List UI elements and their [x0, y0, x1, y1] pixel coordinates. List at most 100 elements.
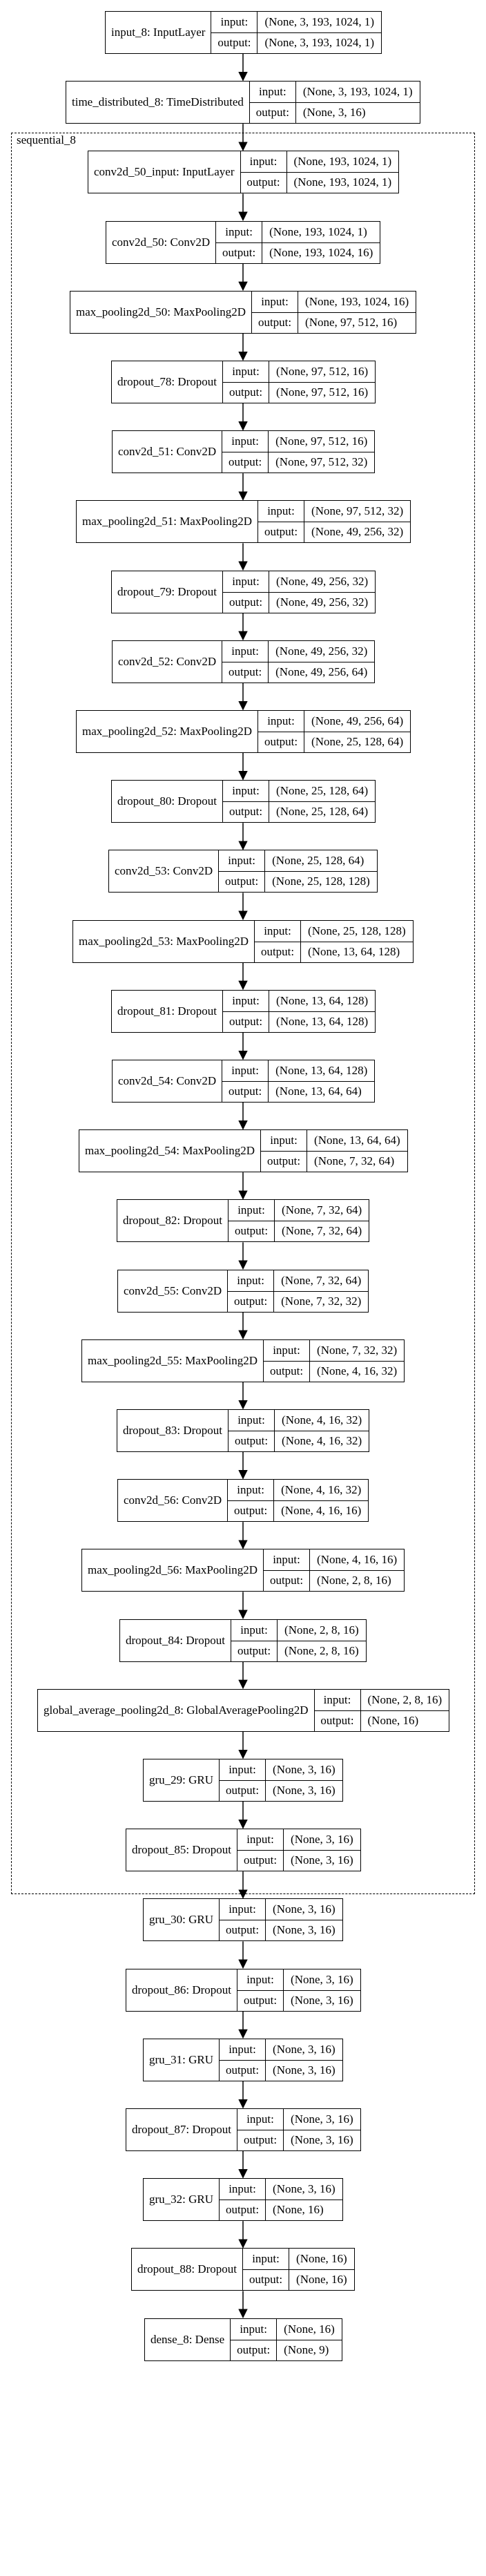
layer-output-row: output:(None, 7, 32, 32) — [228, 1290, 369, 1312]
layer-name: max_pooling2d_53: MaxPooling2D — [73, 921, 255, 962]
layer-input-shape: (None, 2, 8, 16) — [367, 1692, 443, 1706]
layer-input-row: input: (None, 7, 32, 64) — [228, 1270, 368, 1291]
layer-io-table: input:(None, 16)output:(None, 16) — [243, 2249, 354, 2290]
layer-io-table: input: (None, 7, 32, 64) output:(None, 7, … — [228, 1270, 369, 1312]
layer-output-row: output:(None, 3, 16) — [220, 1780, 342, 1801]
layer-io-table: input: (None, 2, 8, 16) output:(None, 16) — [314, 1690, 449, 1731]
layer-input-row: input:(None, 49, 256, 32) — [222, 641, 374, 662]
layer-output-label: output: — [264, 1570, 311, 1591]
layer-output-row: output:(None, 49, 256, 64) — [222, 661, 375, 683]
layer-input-label: input: — [237, 1829, 284, 1850]
layer-input-shape: (None, 193, 1024, 16) — [305, 294, 409, 308]
layer-name: max_pooling2d_54: MaxPooling2D — [79, 1130, 262, 1172]
layer-input-shape: (None, 25, 128, 64) — [276, 783, 369, 797]
layer-output-shape: (None, 25, 128, 64) — [311, 735, 404, 749]
layer-name: max_pooling2d_52: MaxPooling2D — [77, 711, 259, 752]
layer-output-label: output: — [255, 942, 302, 962]
layer-name: gru_31: GRU — [144, 2039, 220, 2081]
layer-input-row: input:(None, 13, 64, 64) — [261, 1130, 407, 1151]
layer-input-label: input: — [219, 850, 266, 871]
layer-io-table: input:(None, 7, 32, 64)output:(None, 7, … — [229, 1200, 369, 1241]
layer-input-row: input:(None, 25, 128, 64) — [223, 781, 375, 801]
layer-input-shape: (None, 3, 16) — [273, 1762, 336, 1776]
layer-io-table: input:(None, 7, 32, 32)output:(None, 4, … — [264, 1340, 405, 1382]
layer-io-table: input:(None, 97, 512, 32)output:(None, 4… — [258, 501, 411, 542]
layer-input-label: input: — [252, 292, 299, 312]
layer-io-table: input:(None, 3, 193, 1024, 1)output:(Non… — [211, 12, 382, 53]
layer-output-row: output:(None, 2, 8, 16) — [231, 1640, 366, 1661]
layer-input-row: input:(None, 3, 16) — [237, 1829, 360, 1850]
layer-name: dropout_78: Dropout — [112, 361, 224, 403]
layer-input-row: input:(None, 25, 128, 128) — [255, 921, 413, 942]
layer-io-table: input:(None, 49, 256, 32)output:(None, 4… — [223, 571, 376, 613]
layer-input-label: input: — [315, 1690, 361, 1710]
layer-io-table: input:(None, 97, 512, 16)output:(None, 9… — [223, 361, 376, 403]
layer-input-shape: (None, 7, 32, 64) — [281, 1273, 362, 1287]
layer-output-shape: (None, 49, 256, 32) — [311, 525, 404, 539]
layer-io-table: input:(None, 3, 16)output:(None, 3, 16) — [220, 2039, 342, 2081]
layer-output-shape: (None, 7, 32, 32) — [281, 1295, 362, 1308]
layer-input-row: input:(None, 97, 512, 32) — [258, 501, 410, 522]
layer-io-table: input:(None, 3, 16)output:(None, 16) — [220, 2179, 342, 2220]
layer-input-shape: (None, 3, 193, 1024, 1) — [264, 15, 375, 28]
layer-name: max_pooling2d_51: MaxPooling2D — [77, 501, 259, 542]
layer-name: max_pooling2d_50: MaxPooling2D — [70, 292, 253, 333]
layer-output-shape: (None, 4, 16, 16) — [281, 1504, 362, 1518]
layer-name: dropout_81: Dropout — [112, 991, 224, 1032]
layer-output-shape: (None, 193, 1024, 16) — [269, 246, 373, 260]
layer-input-row: input:(None, 7, 32, 32) — [264, 1340, 404, 1361]
layer-input-shape: (None, 3, 16) — [291, 1972, 353, 1986]
layer-output-label: output: — [237, 1990, 284, 2011]
layer-input-row: input:(None, 3, 16) — [220, 1899, 342, 1920]
layer-io-table: input:(None, 3, 16)output: (None, 3, 16) — [237, 1969, 360, 2011]
layer-input-shape: (None, 3, 193, 1024, 1) — [302, 84, 413, 98]
layer-output-label: output: — [315, 1710, 361, 1731]
layer-output-shape: (None, 7, 32, 64) — [282, 1224, 362, 1238]
layer-output-shape: (None, 2, 8, 16) — [317, 1574, 391, 1587]
layer-input-shape: (None, 25, 128, 128) — [308, 924, 406, 937]
layer-input-label: input: — [228, 1270, 275, 1291]
layer-output-shape: (None, 16) — [296, 2273, 347, 2287]
layer-io-table: input:(None, 25, 128, 64)output:(None, 2… — [219, 850, 377, 892]
layer-output-shape: (None, 3, 16) — [291, 1853, 353, 1867]
layer-input-shape: (None, 13, 64, 64) — [314, 1133, 400, 1147]
layer-input-row: input:(None, 3, 16) — [237, 1969, 360, 1990]
layer-output-row: output:(None, 16) — [314, 1710, 449, 1731]
layer-output-row: output:(None, 4, 16, 16) — [228, 1500, 369, 1521]
layer-output-row: output: (None, 3, 16) — [237, 1990, 360, 2011]
layer-output-label: output: — [237, 1850, 284, 1871]
layer-output-row: output:(None, 13, 64, 64) — [222, 1080, 375, 1102]
layer-output-row: output:(None, 193, 1024, 16) — [216, 242, 380, 263]
layer-input-shape: (None, 7, 32, 64) — [282, 1203, 362, 1217]
layer-output-shape: (None, 3, 16) — [291, 1994, 353, 2007]
layer-name: conv2d_53: Conv2D — [109, 850, 220, 892]
layer-input-row: input:(None, 3, 193, 1024, 1) — [211, 12, 381, 32]
layer-name: gru_30: GRU — [144, 1899, 220, 1940]
layer-output-row: output:(None, 25, 128, 64) — [223, 801, 376, 822]
layer-output-label: output: — [220, 2060, 266, 2081]
layer-input-shape: (None, 4, 16, 32) — [282, 1413, 362, 1427]
layer-input-shape: (None, 16) — [284, 2322, 335, 2336]
layer-input-row: input:(None, 4, 16, 16) — [264, 1549, 404, 1570]
layer-input-label: input: — [264, 1340, 311, 1361]
layer-name: dropout_82: Dropout — [117, 1200, 229, 1241]
layer-output-label: output: — [220, 1920, 266, 1940]
layer-input-row: input:(None, 97, 512, 16) — [222, 431, 374, 452]
layer-input-label: input: — [241, 151, 287, 172]
layer-io-table: input:(None, 49, 256, 64)output:(None, 2… — [258, 711, 411, 752]
layer-output-shape: (None, 3, 16) — [291, 2133, 353, 2147]
layer-name: dropout_85: Dropout — [126, 1829, 238, 1871]
layer-output-row: output:(None, 3, 16) — [220, 2059, 342, 2081]
layer-output-label: output: — [223, 1011, 270, 1032]
layer-output-label: output: — [219, 871, 266, 892]
layer-output-label: output: — [237, 2130, 284, 2150]
layer-output-row: output:(None, 25, 128, 128) — [219, 870, 377, 892]
